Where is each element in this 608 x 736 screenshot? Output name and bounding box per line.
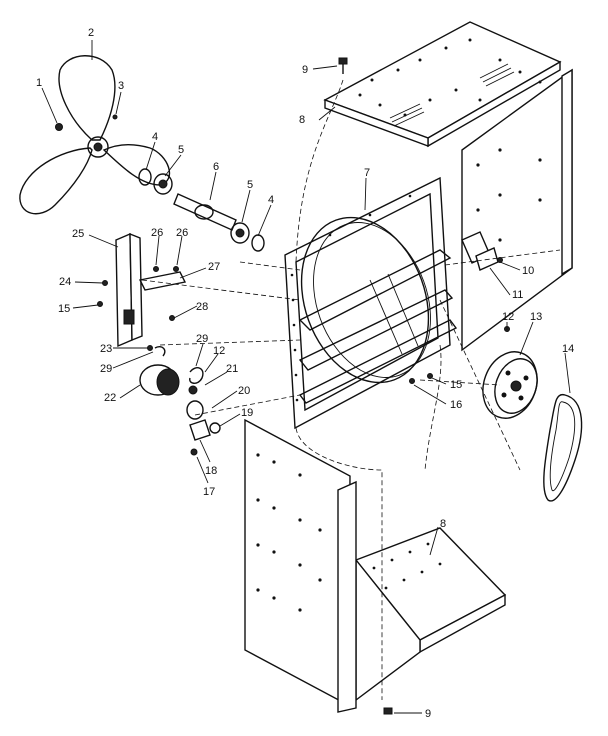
callout-28: 28 <box>196 301 208 313</box>
leader-lines <box>41 40 571 714</box>
callout-1: 1 <box>36 77 42 89</box>
callout-10: 10 <box>522 265 534 277</box>
callout-17: 17 <box>203 486 215 498</box>
motor-bracket <box>115 232 187 348</box>
callout-9a: 9 <box>302 64 308 76</box>
bottom-base <box>354 527 507 702</box>
callout-9b: 9 <box>425 708 431 720</box>
callout-2: 2 <box>88 27 94 39</box>
callout-19: 19 <box>241 407 253 419</box>
callout-13: 13 <box>530 311 542 323</box>
callout-23: 23 <box>100 343 112 355</box>
callout-12b: 12 <box>213 345 225 357</box>
motor <box>139 364 221 441</box>
callout-26a: 26 <box>151 227 163 239</box>
callout-14: 14 <box>562 343 574 355</box>
drive-belt <box>543 393 583 502</box>
callout-4b: 4 <box>268 194 274 206</box>
callout-25: 25 <box>72 228 84 240</box>
fan-blade <box>19 55 171 215</box>
callout-27: 27 <box>208 261 220 273</box>
callout-24: 24 <box>59 276 71 288</box>
callout-29a: 29 <box>196 333 208 345</box>
callout-numbers: 1 2 3 4 5 6 5 4 7 8 9 10 11 12 13 14 15 … <box>36 27 574 720</box>
callout-16: 16 <box>450 399 462 411</box>
fan-shroud-frame <box>284 176 451 430</box>
right-side-panel <box>461 68 573 352</box>
callout-11: 11 <box>512 289 523 301</box>
callout-20: 20 <box>238 385 250 397</box>
callout-12a: 12 <box>502 311 514 323</box>
shaft-assembly <box>138 168 265 252</box>
callout-5b: 5 <box>247 179 253 191</box>
callout-5a: 5 <box>178 144 184 156</box>
front-panel <box>244 418 357 713</box>
callout-6: 6 <box>213 161 219 173</box>
assembly-lines <box>141 79 561 700</box>
callout-15b: 15 <box>450 379 462 391</box>
hardware-screws <box>55 57 510 715</box>
callout-18: 18 <box>205 465 217 477</box>
callout-22: 22 <box>104 392 116 404</box>
callout-7: 7 <box>364 167 370 179</box>
callout-4a: 4 <box>152 131 158 143</box>
callout-15a: 15 <box>58 303 70 315</box>
mounting-bracket <box>461 231 499 271</box>
pulley <box>482 351 538 419</box>
callout-3: 3 <box>118 80 124 92</box>
top-panel <box>323 21 562 148</box>
callout-21: 21 <box>226 363 238 375</box>
callout-29b: 29 <box>100 363 112 375</box>
callout-8b: 8 <box>440 518 446 530</box>
fan-wheel-assembly <box>298 249 458 404</box>
callout-26b: 26 <box>176 227 188 239</box>
callout-8a: 8 <box>299 114 305 126</box>
